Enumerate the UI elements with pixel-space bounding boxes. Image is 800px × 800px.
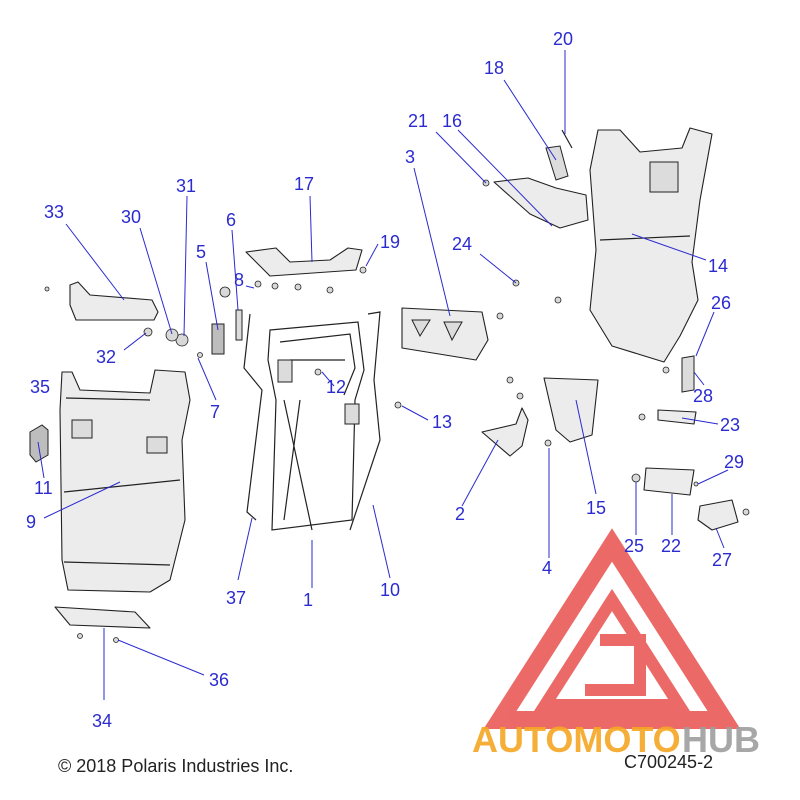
callout-9: 9: [26, 512, 36, 532]
callout-3: 3: [405, 147, 415, 167]
callout-27: 27: [712, 550, 732, 570]
part-door-panel-rear: [589, 127, 713, 363]
part-seal-right: [349, 311, 381, 531]
callout-25: 25: [624, 536, 644, 556]
callout-34: 34: [92, 711, 112, 731]
callout-19: 19: [380, 232, 400, 252]
callout-18: 18: [484, 58, 504, 78]
callout-2: 2: [455, 504, 465, 524]
callout-37: 37: [226, 588, 246, 608]
part-lower-trim: [54, 606, 151, 629]
callout-6: 6: [226, 210, 236, 230]
part-mounting-plate: [401, 307, 489, 361]
callout-20: 20: [553, 29, 573, 49]
callout-32: 32: [96, 347, 116, 367]
part-upper-trim: [69, 281, 159, 321]
part-lower-hinge-plates: [643, 355, 739, 531]
part-seal-left: [243, 313, 263, 521]
part-upper-hinge: [493, 129, 589, 229]
callout-14: 14: [708, 256, 728, 276]
callout-17: 17: [294, 174, 314, 194]
watermark-brand-hub: HUB: [682, 719, 760, 760]
diagram-code: C700245-2: [624, 752, 714, 772]
callout-28: 28: [693, 386, 713, 406]
callout-7: 7: [210, 402, 220, 422]
callout-11: 11: [34, 478, 53, 498]
part-door-panel-front: [59, 369, 191, 593]
watermark-brand-auto: AUTOMOTO: [472, 719, 681, 760]
part-storage-pocket: [543, 377, 599, 443]
callout-35: 35: [30, 377, 50, 397]
part-hinge-bracket: [481, 407, 529, 457]
copyright-text: © 2018 Polaris Industries Inc.: [58, 756, 294, 776]
callout-16: 16: [442, 111, 462, 131]
callout-21: 21: [408, 111, 428, 131]
callout-24: 24: [452, 234, 472, 254]
callout-12: 12: [326, 377, 346, 397]
part-top-bracket: [245, 247, 363, 277]
callout-33: 33: [44, 202, 64, 222]
callout-4: 4: [542, 558, 552, 578]
part-handle: [29, 424, 49, 463]
hardware-fasteners: [44, 179, 750, 643]
leader-lines: [37, 50, 729, 700]
callout-22: 22: [661, 536, 681, 556]
watermark-logo: [483, 528, 741, 729]
part-latch-assembly: [143, 286, 243, 355]
callout-5: 5: [196, 242, 206, 262]
part-door-frame: [267, 321, 365, 531]
callout-1: 1: [303, 590, 313, 610]
callout-15: 15: [586, 498, 606, 518]
callout-36: 36: [209, 670, 229, 690]
callout-29: 29: [724, 452, 744, 472]
callout-10: 10: [380, 580, 400, 600]
callout-8: 8: [234, 270, 244, 290]
callout-labels: 1 2 3 4 5 6 7 8 9 10 11 12 13 14 15 16 1…: [26, 29, 744, 731]
callout-13: 13: [432, 412, 452, 432]
callout-23: 23: [720, 415, 740, 435]
callout-31: 31: [176, 176, 196, 196]
callout-30: 30: [121, 207, 141, 227]
callout-26: 26: [711, 293, 731, 313]
